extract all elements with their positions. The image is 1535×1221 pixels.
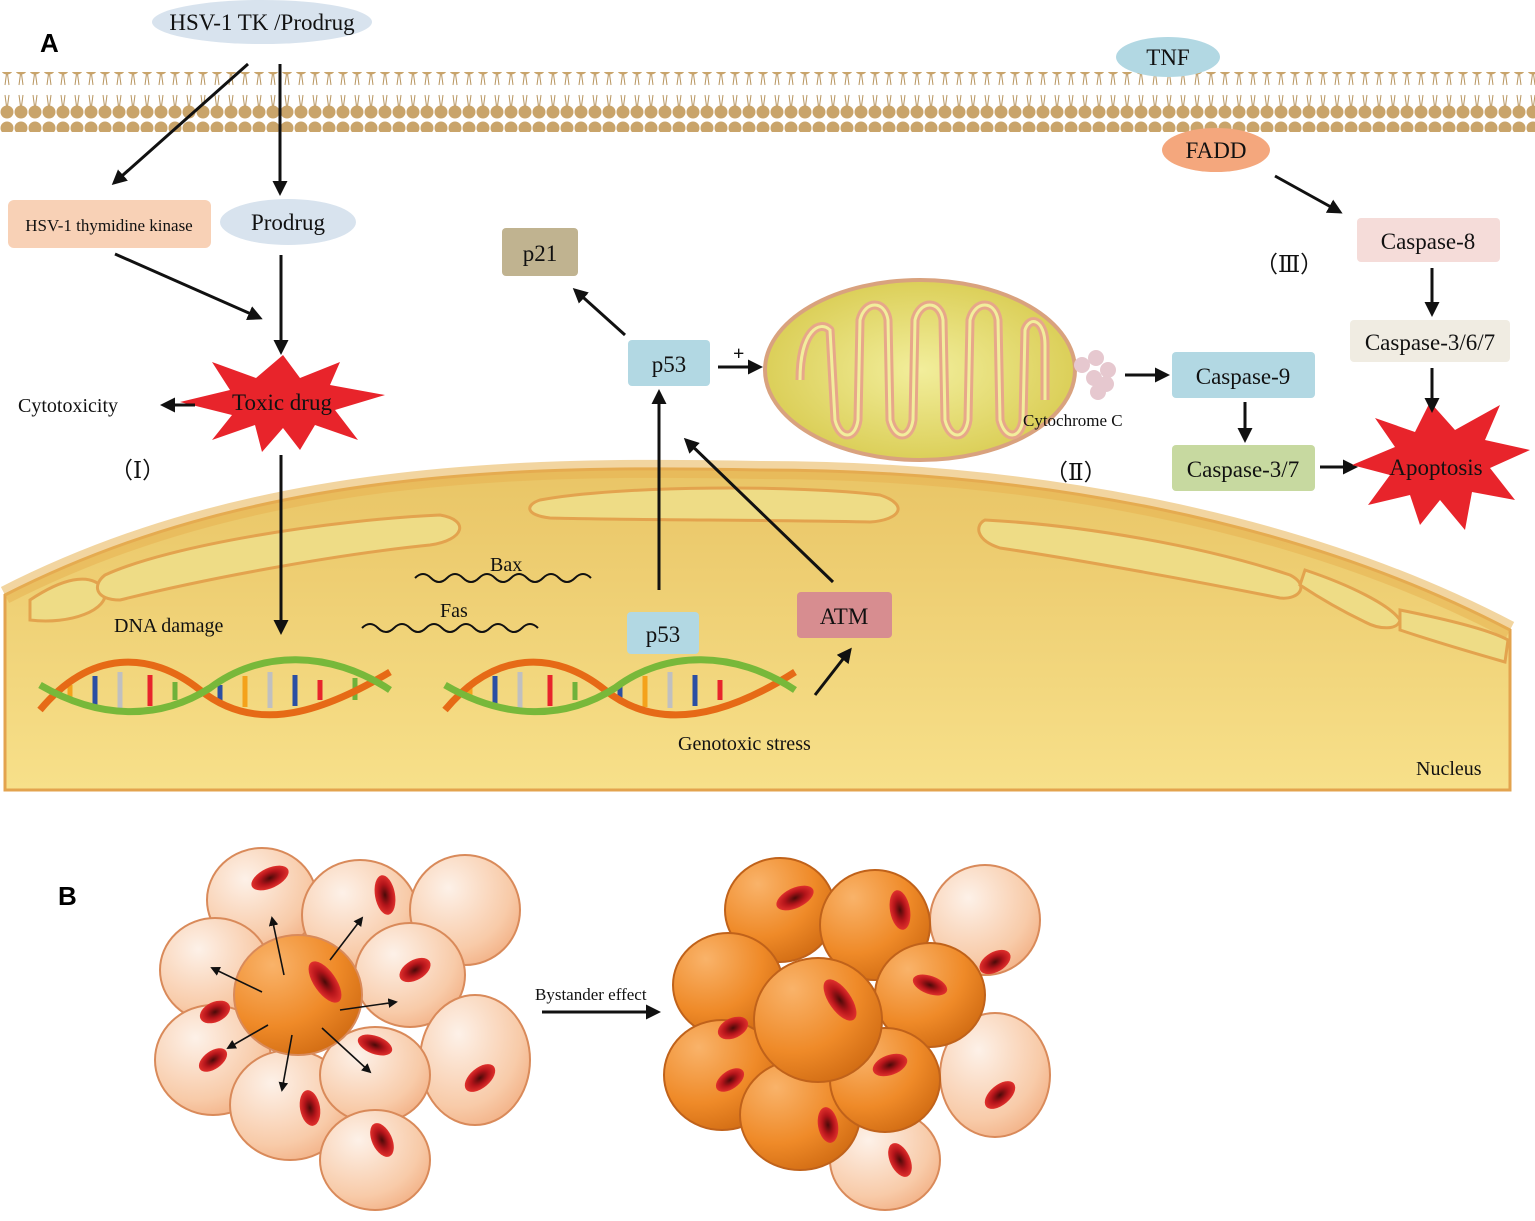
p53-nucleus-label: p53 [646, 622, 681, 647]
caspase9-label: Caspase-9 [1196, 364, 1291, 389]
bax-mrna: Bax [414, 554, 592, 583]
cell-killed [753, 957, 883, 1083]
caspase9-box: Caspase-9 [1172, 352, 1315, 398]
panel-b-label: B [58, 881, 77, 911]
atm-box: ATM [797, 592, 892, 638]
cytotoxicity-label: Cytotoxicity [18, 395, 118, 417]
cytochrome-c-label: Cytochrome C [1023, 411, 1123, 430]
arrow-fadd-to-caspase8 [1274, 174, 1343, 214]
cytochrome-c-icon [1074, 350, 1116, 400]
hsv1-thymidine-kinase-box: HSV-1 thymidine kinase [8, 200, 211, 248]
hsv-tk-prodrug-node: HSV-1 TK /Prodrug [152, 0, 372, 44]
pathway-i-label: （Ⅰ） [110, 458, 165, 483]
bystander-effect-label: Bystander effect [535, 985, 647, 1004]
apoptosis-node: Apoptosis [1352, 402, 1530, 530]
plus-sign: + [733, 343, 744, 365]
dna-helix-left-icon [37, 656, 392, 719]
tnf-node: TNF [1116, 37, 1220, 77]
toxic-drug-node: Toxic drug [180, 355, 385, 452]
arrow-hsv-to-tk [111, 62, 249, 185]
cell-light [319, 1109, 431, 1211]
caspase367-label: Caspase-3/6/7 [1365, 330, 1495, 355]
fas-mrna: Fas [361, 600, 539, 633]
p21-box: p21 [502, 228, 578, 276]
pathway-ii-label: （Ⅱ） [1045, 460, 1107, 485]
cell-membrane [0, 72, 1535, 132]
caspase367-box: Caspase-3/6/7 [1350, 320, 1510, 362]
nucleus-label: Nucleus [1416, 758, 1482, 780]
fadd-node: FADD [1162, 128, 1270, 172]
nucleus [0, 459, 1515, 792]
cell-transduced [233, 934, 363, 1056]
p21-label: p21 [523, 241, 558, 266]
mitochondrion-icon [763, 278, 1077, 462]
panel-a-label: A [40, 28, 59, 58]
prodrug-node: Prodrug [220, 199, 356, 245]
caspase8-label: Caspase-8 [1381, 229, 1476, 254]
arrow-atm-to-p53 [683, 437, 835, 584]
bystander-arrow [339, 998, 398, 1011]
dna-damage-label: DNA damage [114, 615, 224, 637]
caspase8-box: Caspase-8 [1357, 218, 1500, 262]
bystander-arrow [278, 1034, 293, 1092]
bystander-arrow [321, 1027, 372, 1074]
fadd-label: FADD [1186, 138, 1247, 163]
bystander-arrow [329, 916, 364, 961]
genotoxic-stress-label: Genotoxic stress [678, 733, 811, 755]
arrow-p53-to-p21 [572, 287, 627, 337]
apoptosis-label: Apoptosis [1389, 455, 1482, 480]
bax-label: Bax [490, 554, 522, 576]
p53-nucleus-box: p53 [627, 612, 699, 654]
tnf-label: TNF [1146, 45, 1189, 70]
caspase37-label: Caspase-3/7 [1187, 457, 1299, 482]
dna-helix-right-icon [442, 656, 797, 719]
prodrug-label: Prodrug [251, 210, 326, 235]
p53-cytoplasm-label: p53 [652, 352, 687, 377]
hsv1-thymidine-kinase-label: HSV-1 thymidine kinase [25, 216, 192, 235]
toxic-drug-label: Toxic drug [232, 390, 332, 415]
fas-label: Fas [440, 600, 468, 622]
arrow-tk-to-toxic [114, 252, 263, 321]
cell-cluster-before [154, 847, 531, 1211]
p53-cytoplasm-box: p53 [628, 340, 710, 386]
hsv-tk-prodrug-label: HSV-1 TK /Prodrug [169, 10, 355, 35]
bystander-arrow [268, 916, 285, 976]
atm-label: ATM [820, 604, 869, 629]
pathway-iii-label: （Ⅲ） [1255, 252, 1323, 277]
bystander-arrow [226, 1024, 269, 1049]
arrow-stress-to-atm [813, 647, 852, 696]
cell-cluster-after [663, 857, 1051, 1211]
bystander-arrow [210, 966, 263, 993]
caspase37-box: Caspase-3/7 [1172, 445, 1315, 491]
cell-light [419, 994, 531, 1126]
